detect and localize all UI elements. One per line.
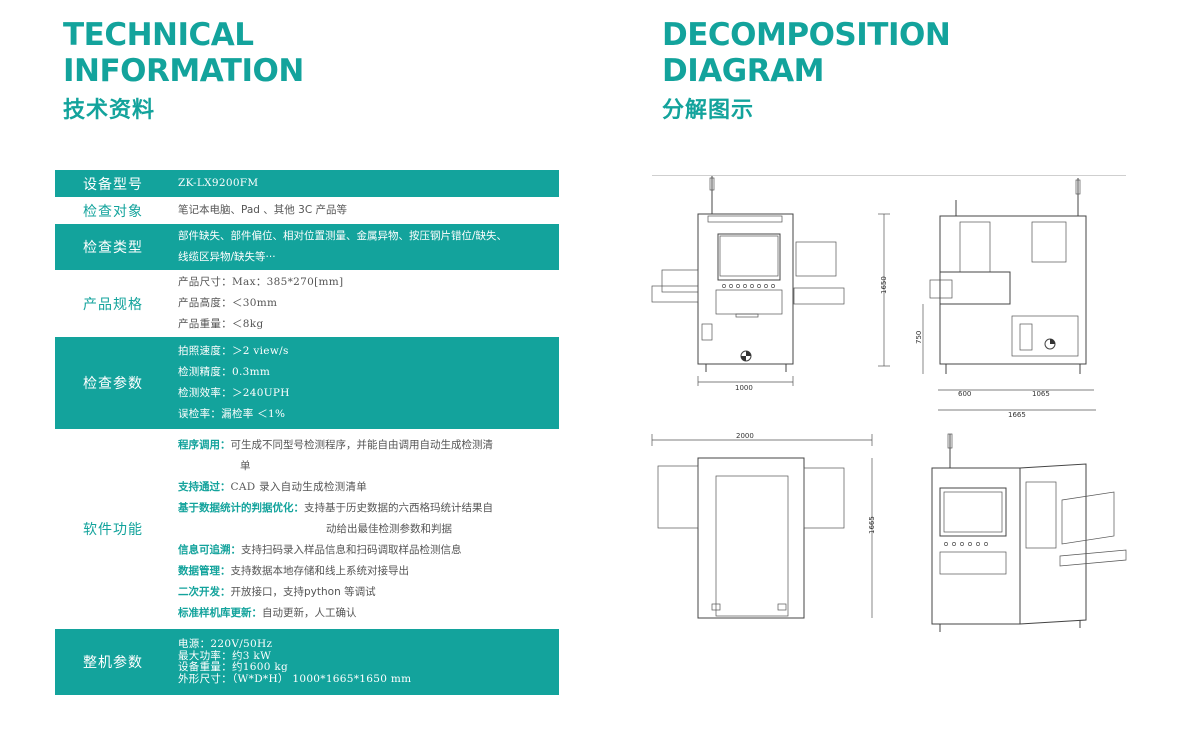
spec-row-target: 检查对象 笔记本电脑、Pad 、其他 3C 产品等 xyxy=(55,197,559,224)
spec-table: 设备型号 ZK-LX9200FM 检查对象 笔记本电脑、Pad 、其他 3C 产… xyxy=(55,170,559,695)
params-line: 检测效率：＞240UPH xyxy=(178,387,290,399)
machine-line: 电源：220V/50Hz xyxy=(178,638,273,650)
spec-row-model: 设备型号 ZK-LX9200FM xyxy=(55,170,559,197)
software-item: 支持通过：CAD 录入自动生成检测清单 xyxy=(178,480,368,493)
params-line: 误检率：漏检率 ＜1% xyxy=(178,408,286,420)
iso-view xyxy=(931,433,1127,632)
software-item: 基于数据统计的判据优化：支持基于历史数据的六西格玛统计结果自 xyxy=(178,501,493,514)
spec-value-target: 笔记本电脑、Pad 、其他 3C 产品等 xyxy=(178,204,347,216)
front-monitor-arm xyxy=(795,241,837,277)
dim-top-depth: 1665 xyxy=(868,516,876,534)
dim-front-width: 1000 xyxy=(735,384,753,392)
side-cabinet xyxy=(939,215,1087,365)
params-line: 检测精度：0.3mm xyxy=(178,366,271,378)
top-infeed xyxy=(657,465,699,529)
top-outfeed xyxy=(803,467,845,529)
spec-value-model: ZK-LX9200FM xyxy=(171,170,559,197)
spec-value-product: 产品尺寸：Max：385*270[mm] 产品高度：＜30mm 产品重量：＜8k… xyxy=(171,270,559,337)
type-line: 部件缺失、部件偏位、相对位置测量、金属异物、按压钢片错位/缺失、 xyxy=(178,230,508,242)
iso-conveyor xyxy=(1059,549,1127,567)
spec-row-software: 软件功能 程序调用：可生成不同型号检测程序，并能自由调用自动生成检测清 单 支持… xyxy=(55,429,559,629)
software-item: 二次开发：开放接口，支持python 等调试 xyxy=(178,585,376,598)
top-body xyxy=(697,457,805,619)
spec-row-product: 产品规格 产品尺寸：Max：385*270[mm] 产品高度：＜30mm 产品重… xyxy=(55,270,559,337)
left-title-line1: TECHNICAL xyxy=(63,17,254,53)
front-view: 1000 1650 xyxy=(651,176,890,392)
spec-row-machine: 整机参数 电源：220V/50Hz 最大功率：约3 kW 设备重量：约1600 … xyxy=(55,629,559,695)
iso-screen xyxy=(939,487,1007,537)
front-cabinet xyxy=(697,213,794,365)
right-subtitle: 分解图示 xyxy=(662,98,755,123)
diagram-divider xyxy=(652,175,1126,176)
spec-value-type: 部件缺失、部件偏位、相对位置测量、金属异物、按压钢片错位/缺失、 线缆区异物/缺… xyxy=(171,224,559,270)
spec-label-software: 软件功能 xyxy=(83,522,143,538)
spec-label-params: 检查参数 xyxy=(55,337,171,429)
machine-line: 外形尺寸：（W*D*H） 1000*1665*1650 mm xyxy=(178,672,412,685)
decomposition-drawing: 1000 1650 750 600 1065 1665 2000 xyxy=(651,176,1127,632)
top-view: 2000 1665 xyxy=(651,432,876,619)
front-conveyor-left xyxy=(651,285,699,303)
software-item-cont: 动给出最佳检测参数和判据 xyxy=(326,522,452,535)
dim-side-total: 1665 xyxy=(1008,411,1026,419)
spec-label-product: 产品规格 xyxy=(83,296,143,313)
product-line: 产品重量：＜8kg xyxy=(178,318,264,330)
product-line: 产品尺寸：Max：385*270[mm] xyxy=(178,276,344,288)
dim-side-height: 750 xyxy=(915,331,923,344)
software-item-cont: 单 xyxy=(240,459,251,472)
side-view: 750 600 1065 1665 xyxy=(915,178,1096,419)
dim-top-width: 2000 xyxy=(736,432,754,440)
spec-label-target: 检查对象 xyxy=(83,203,143,220)
iso-monitor xyxy=(1061,491,1115,545)
machine-line: 设备重量：约1600 kg xyxy=(178,661,289,673)
spec-label-model: 设备型号 xyxy=(55,170,171,197)
machine-line: 最大功率：约3 kW xyxy=(178,649,272,662)
spec-label-type: 检查类型 xyxy=(55,224,171,270)
left-title-line2: INFORMATION xyxy=(63,53,304,89)
spec-label-machine: 整机参数 xyxy=(55,629,171,695)
side-control-panel xyxy=(1011,315,1079,357)
spec-row-type: 检查类型 部件缺失、部件偏位、相对位置测量、金属异物、按压钢片错位/缺失、 线缆… xyxy=(55,224,559,270)
dim-front-height: 1650 xyxy=(880,276,888,294)
front-conveyor-right xyxy=(793,287,845,305)
right-title-line1: DECOMPOSITION xyxy=(662,17,951,53)
software-item: 程序调用：可生成不同型号检测程序，并能自由调用自动生成检测清 xyxy=(178,438,493,451)
spec-value-software: 程序调用：可生成不同型号检测程序，并能自由调用自动生成检测清 单 支持通过：CA… xyxy=(171,429,559,629)
product-line: 产品高度：＜30mm xyxy=(178,297,278,309)
type-line: 线缆区异物/缺失等··· xyxy=(178,251,276,263)
spec-row-params: 检查参数 拍照速度：＞2 view/s 检测精度：0.3mm 检测效率：＞240… xyxy=(55,337,559,429)
spec-value-params: 拍照速度：＞2 view/s 检测精度：0.3mm 检测效率：＞240UPH 误… xyxy=(171,337,559,429)
front-screen xyxy=(717,233,781,281)
software-item: 信息可追溯：支持扫码录入样品信息和扫码调取样品检测信息 xyxy=(178,543,462,556)
spec-value-machine: 电源：220V/50Hz 最大功率：约3 kW 设备重量：约1600 kg 外形… xyxy=(171,629,559,695)
side-conveyor xyxy=(939,271,1011,305)
right-title-line2: DIAGRAM xyxy=(662,53,824,89)
dim-side-width2: 1065 xyxy=(1032,390,1050,398)
dim-side-width1: 600 xyxy=(958,390,971,398)
params-line: 拍照速度：＞2 view/s xyxy=(178,345,289,357)
left-subtitle: 技术资料 xyxy=(63,98,156,123)
software-item: 标准样机库更新：自动更新，人工确认 xyxy=(178,606,357,619)
software-item: 数据管理：支持数据本地存储和线上系统对接导出 xyxy=(178,564,409,577)
